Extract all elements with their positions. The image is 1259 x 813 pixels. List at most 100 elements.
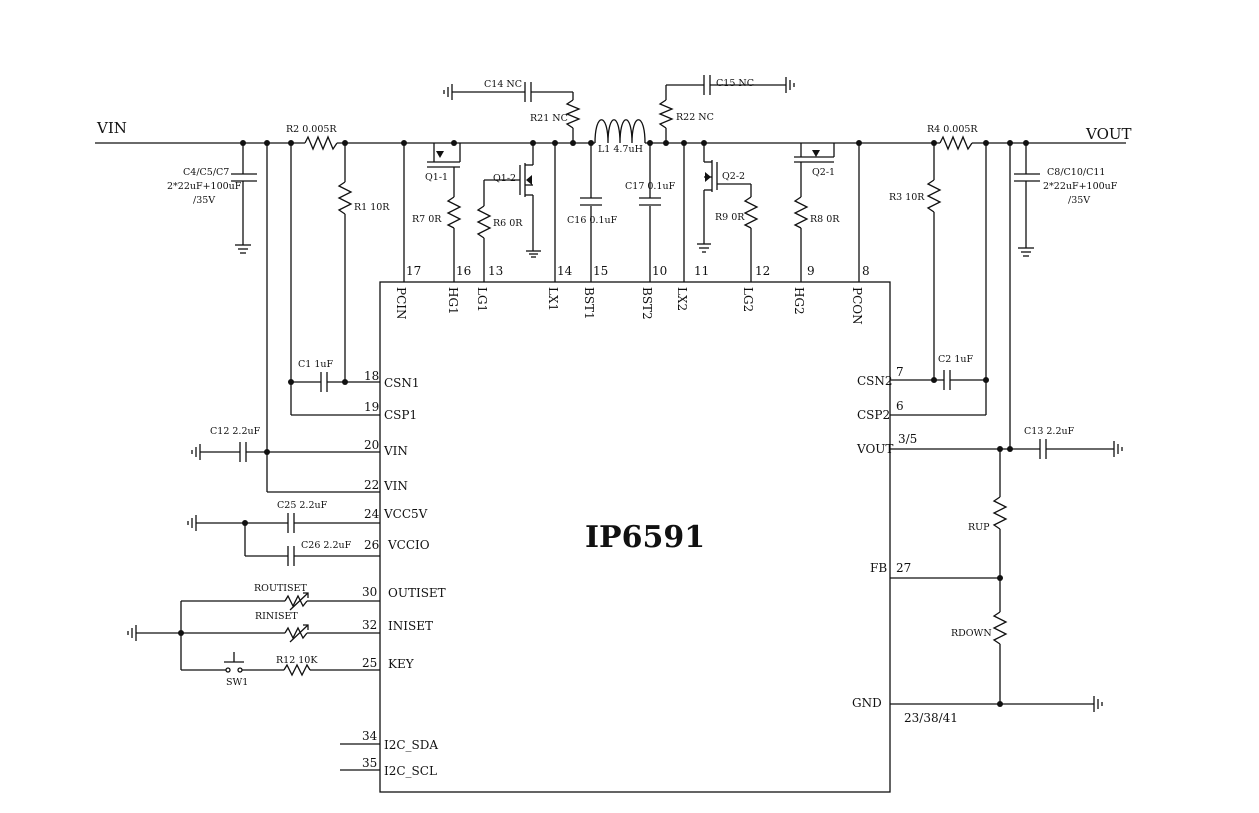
resistor-r2: R2 0.005R [286,124,338,151]
ic-body [379,281,891,793]
q2-1-label: Q2-1 [812,167,835,178]
svg-text:HG2: HG2 [792,287,806,315]
vout-net-label: VOUT [1085,125,1132,143]
r3-label: R3 10R [889,192,925,203]
csn1-csp1-network: C1 1uF [288,143,380,416]
svg-text:VIN: VIN [383,444,408,458]
svg-text:20: 20 [364,438,379,452]
vin-rail: VIN [95,119,434,146]
top-pin-lg2: 12 LG2 [741,228,770,312]
mosfet-q2-2: Q2-2 R9 0R [697,143,759,253]
top-pin-bst2: 10 BST2 [640,206,667,320]
svg-text:2*22uF+100uF: 2*22uF+100uF [167,181,242,192]
iset-key-network: ROUTISET RINISET SW1 R12 10K [127,583,380,688]
svg-text:L1 4.7uH: L1 4.7uH [598,144,643,155]
vin-pins-network: C12 2.2uF [191,143,380,493]
svg-text:17: 17 [406,264,421,278]
lx1-node: C14 NC R21 NC [443,79,595,146]
vcc-caps: C25 2.2uF C26 2.2uF [187,500,380,566]
top-pin-bst1: 15 BST1 [582,206,608,320]
c2-label: C2 1uF [938,354,973,365]
top-pin-hg2: 9 HG2 [792,228,815,315]
svg-text:8: 8 [862,264,870,278]
top-pin-lx1: 14 LX1 [546,143,573,311]
svg-text:24: 24 [364,507,380,521]
svg-text:10: 10 [652,264,667,278]
c16-label: C16 0.1uF [567,215,618,226]
svg-text:18: 18 [364,369,379,383]
svg-text:34: 34 [362,729,378,743]
svg-text:CSN2: CSN2 [857,374,893,388]
right-pin-vout: 3/5 VOUT [856,432,917,456]
svg-text:32: 32 [362,618,377,632]
q2-2-label: Q2-2 [722,171,745,182]
csn2-csp2-network: R3 10R C2 1uF [889,143,989,416]
left-pin-vcc5v: 24 VCC5V [364,507,428,521]
top-pin-hg1: 16 HG1 [446,228,471,315]
svg-text:/35V: /35V [1068,195,1090,206]
left-pin-vin-20: 20 VIN [364,438,408,458]
left-pin-iniset: 32 INISET [362,618,433,633]
top-pin-lx2: 11 LX2 [675,143,709,311]
routiset-label: ROUTISET [254,583,307,594]
q1-2-label: Q1-2 [493,173,516,184]
svg-text:INISET: INISET [388,619,433,633]
c17-label: C17 0.1uF [625,181,676,192]
c14-label: C14 NC [484,79,522,90]
left-pin-csp1: 19 CSP1 [364,400,417,422]
top-pin-lg1: 13 LG1 [475,238,503,312]
vin-net-label: VIN [96,119,127,137]
svg-text:VCCIO: VCCIO [387,538,430,552]
svg-text:CSP2: CSP2 [857,408,890,422]
svg-text:VIN: VIN [383,479,408,493]
top-pin-pcon: 8 PCON [850,143,870,325]
mosfet-q1-2: Q1-2 R6 0R [476,143,541,258]
riniset-label: RINISET [255,611,298,622]
top-pin-pcin: 17 PCIN [394,143,421,320]
svg-text:LG1: LG1 [475,287,489,312]
svg-text:VCC5V: VCC5V [383,507,428,521]
left-pin-vin-22: 22 VIN [364,478,408,493]
svg-text:15: 15 [593,264,608,278]
r21-label: R21 NC [530,113,568,124]
svg-text:CSP1: CSP1 [384,408,417,422]
svg-text:C8/C10/C11: C8/C10/C11 [1047,167,1105,178]
svg-text:12: 12 [755,264,770,278]
svg-text:LX2: LX2 [675,287,689,311]
svg-text:35: 35 [362,756,377,770]
resistor-r1: R1 10R [337,143,390,382]
vout-feedback-network: C13 2.2uF RUP RDOWN [890,143,1123,712]
svg-text:7: 7 [896,365,904,379]
left-pin-i2c-sda: 34 I2C_SDA [340,729,438,752]
capacitor-c8-c10-c11: C8/C10/C11 2*22uF+100uF /35V [1014,143,1118,257]
svg-text:VOUT: VOUT [856,442,893,456]
capacitor-c4-c5-c7: C4/C5/C7 2*22uF+100uF /35V [167,143,257,254]
svg-text:3/5: 3/5 [898,432,917,446]
left-pin-outiset: 30 OUTISET [362,585,446,600]
right-pin-csn2: 7 CSN2 [857,365,904,388]
left-pin-vccio: 26 VCCIO [364,538,430,552]
svg-text:26: 26 [364,538,379,552]
inductor-l1: L1 4.7uH [594,119,646,155]
svg-text:2*22uF+100uF: 2*22uF+100uF [1043,181,1118,192]
svg-text:I2C_SDA: I2C_SDA [384,738,438,752]
c26-label: C26 2.2uF [301,540,352,551]
r8-label: R8 0R [810,214,840,225]
svg-text:27: 27 [896,561,911,575]
c1-label: C1 1uF [298,359,333,370]
svg-text:25: 25 [362,656,377,670]
right-pin-csp2: 6 CSP2 [857,399,904,422]
svg-text:FB: FB [870,561,887,575]
right-pin-gnd: 23/38/41 GND [852,696,958,725]
svg-text:9: 9 [807,264,815,278]
svg-text:PCON: PCON [850,287,864,325]
ic-name: IP6591 [585,520,705,555]
right-pin-fb: 27 FB [870,561,911,575]
svg-text:22: 22 [364,478,379,492]
svg-text:LG2: LG2 [741,287,755,312]
left-pin-key: 25 KEY [362,656,415,671]
bootstrap-caps: C16 0.1uF C17 0.1uF [567,143,676,226]
c15-label: C15 NC [716,78,754,89]
left-pin-i2c-scl: 35 I2C_SCL [340,756,437,778]
